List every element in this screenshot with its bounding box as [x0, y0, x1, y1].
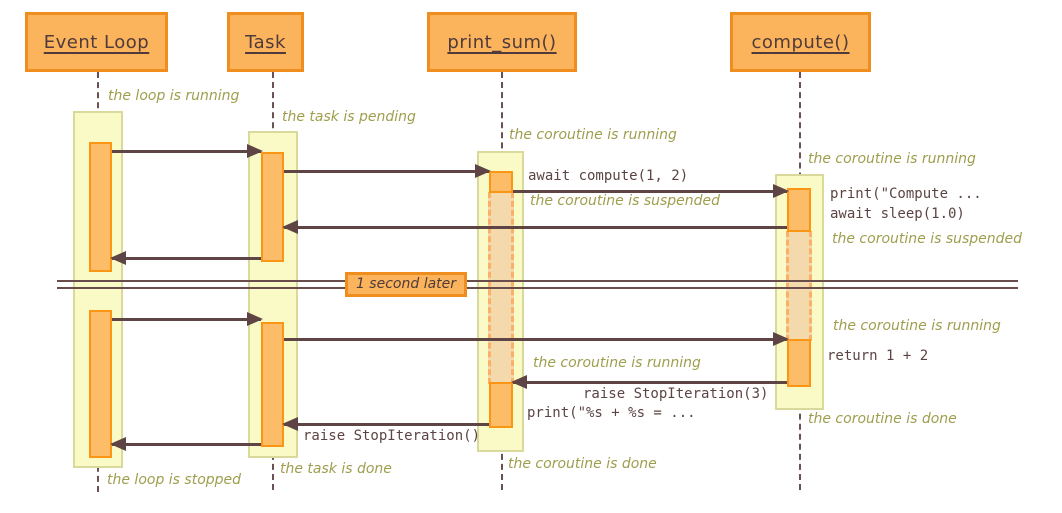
actor-event-loop: Event Loop [25, 12, 168, 72]
code-return-1-plus-2: return 1 + 2 [827, 348, 929, 364]
divider-line-bottom [57, 287, 1018, 289]
code-print-compute: print("Compute ... [830, 186, 982, 202]
code-await-sleep: await sleep(1.0) [830, 206, 965, 222]
code-print-format: print("%s + %s = ... [527, 405, 696, 421]
arrow-loop-to-task-1 [112, 144, 263, 158]
actor-task: Task [227, 12, 304, 72]
note-print-sum-running-1: the coroutine is running [509, 127, 677, 143]
note-compute-running-2: the coroutine is running [833, 318, 1001, 334]
actor-task-label: Task [245, 31, 286, 53]
suspended-region-compute [786, 231, 812, 341]
arrow-print-sum-to-task-return [282, 417, 489, 431]
activation-task-1 [261, 152, 284, 262]
actor-event-loop-label: Event Loop [43, 31, 150, 53]
activation-event-loop-1 [89, 142, 112, 272]
note-print-sum-done: the coroutine is done [508, 456, 657, 472]
note-loop-stopped: the loop is stopped [107, 472, 242, 488]
arrow-task-to-loop-return-2 [110, 437, 261, 451]
note-compute-running-1: the coroutine is running [808, 151, 976, 167]
activation-print-sum-2 [489, 382, 513, 428]
note-print-sum-running-2: the coroutine is running [533, 355, 701, 371]
note-compute-done: the coroutine is done [808, 411, 957, 427]
note-print-sum-suspended: the coroutine is suspended [530, 193, 721, 209]
activation-event-loop-2 [89, 310, 112, 458]
note-task-pending: the task is pending [282, 109, 416, 125]
actor-print-sum-label: print_sum() [447, 31, 557, 53]
activation-task-2 [261, 322, 284, 447]
note-loop-running: the loop is running [108, 88, 240, 104]
message-raise-stopiteration-3: raise StopIteration(3) [583, 386, 769, 402]
arrow-task-to-compute [284, 332, 789, 346]
activation-compute-2 [787, 339, 811, 387]
note-compute-suspended: the coroutine is suspended [832, 231, 1023, 247]
arrow-compute-to-task-return [282, 220, 787, 234]
divider-line-top [57, 280, 1018, 282]
arrow-task-to-print-sum [284, 164, 491, 178]
note-task-done: the task is done [280, 461, 392, 477]
activation-print-sum-1 [489, 171, 513, 193]
message-await-compute: await compute(1, 2) [528, 168, 689, 184]
arrow-loop-to-task-2 [112, 312, 263, 326]
message-raise-stopiteration: raise StopIteration() [303, 428, 481, 444]
actor-compute: compute() [730, 12, 871, 72]
arrow-print-sum-to-compute [513, 184, 789, 198]
actor-print-sum: print_sum() [427, 12, 577, 72]
actor-compute-label: compute() [751, 31, 850, 53]
activation-compute-1 [787, 188, 811, 232]
arrow-task-to-loop-return-1 [110, 251, 261, 265]
divider-label: 1 second later [345, 272, 467, 297]
arrow-compute-to-print-sum-return [511, 375, 787, 389]
